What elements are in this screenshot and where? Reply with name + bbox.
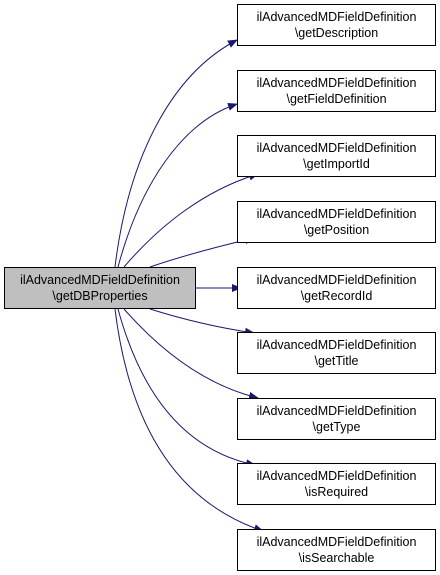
target-node-method-label: \isRequired: [304, 485, 369, 499]
call-edge-getimportid: [123, 172, 259, 268]
target-node-isrequired[interactable]: ilAdvancedMDFieldDefinition \isRequired: [237, 463, 436, 505]
call-edge-isrequired: [117, 308, 256, 468]
call-edge-getdescription: [114, 39, 238, 268]
source-node-method-label: \getDBProperties: [52, 289, 148, 303]
target-node-class-label: ilAdvancedMDFieldDefinition: [256, 10, 417, 24]
target-node-method-label: \getImportId: [303, 157, 370, 171]
target-node-gettype[interactable]: ilAdvancedMDFieldDefinition \getType: [237, 398, 436, 440]
target-node-method-label: \isSearchable: [298, 551, 375, 565]
target-node-getposition[interactable]: ilAdvancedMDFieldDefinition \getPosition: [237, 201, 436, 243]
target-node-class-label: ilAdvancedMDFieldDefinition: [256, 535, 417, 549]
call-edge-getfielddefinition: [117, 103, 238, 268]
call-edge-gettype: [123, 308, 259, 400]
target-node-method-label: \getDescription: [294, 26, 379, 40]
target-node-method-label: \getTitle: [314, 354, 359, 368]
source-node-class-label: ilAdvancedMDFieldDefinition: [20, 273, 180, 287]
target-node-issearchable[interactable]: ilAdvancedMDFieldDefinition \isSearchabl…: [237, 529, 436, 571]
target-node-class-label: ilAdvancedMDFieldDefinition: [256, 404, 417, 418]
target-node-class-label: ilAdvancedMDFieldDefinition: [256, 76, 417, 90]
target-node-method-label: \getRecordId: [300, 289, 373, 303]
target-node-class-label: ilAdvancedMDFieldDefinition: [256, 469, 417, 483]
target-node-getfielddefinition[interactable]: ilAdvancedMDFieldDefinition \getFieldDef…: [237, 70, 436, 112]
target-node-getrecordid[interactable]: ilAdvancedMDFieldDefinition \getRecordId: [237, 267, 436, 309]
target-node-class-label: ilAdvancedMDFieldDefinition: [256, 141, 417, 155]
target-node-method-label: \getType: [312, 420, 361, 434]
source-node-getdbproperties[interactable]: ilAdvancedMDFieldDefinition \getDBProper…: [4, 267, 196, 309]
target-node-getimportid[interactable]: ilAdvancedMDFieldDefinition \getImportId: [237, 135, 436, 177]
target-node-gettitle[interactable]: ilAdvancedMDFieldDefinition \getTitle: [237, 332, 436, 374]
target-node-method-label: \getPosition: [303, 223, 370, 237]
call-edge-issearchable: [114, 308, 264, 532]
target-node-class-label: ilAdvancedMDFieldDefinition: [256, 273, 417, 287]
target-node-getdescription[interactable]: ilAdvancedMDFieldDefinition \getDescript…: [237, 4, 436, 46]
target-node-method-label: \getFieldDefinition: [286, 92, 387, 106]
target-node-class-label: ilAdvancedMDFieldDefinition: [256, 207, 417, 221]
target-node-class-label: ilAdvancedMDFieldDefinition: [256, 338, 417, 352]
call-edge-gettitle: [149, 308, 255, 336]
